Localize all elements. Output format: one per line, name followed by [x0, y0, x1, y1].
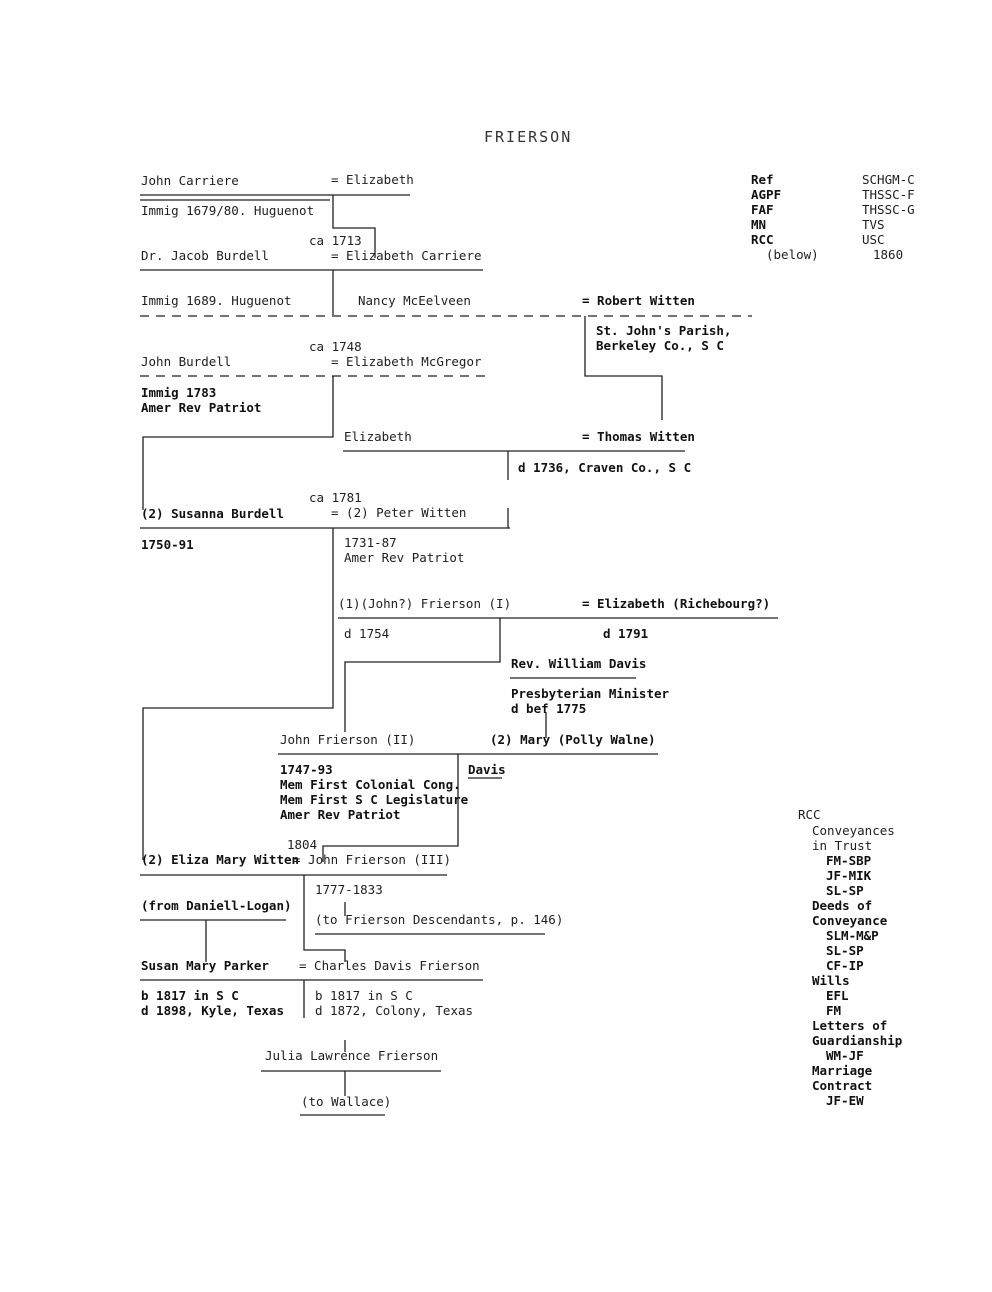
spouse-name: = Elizabeth: [331, 172, 414, 187]
spouse-name: = Elizabeth Carriere: [331, 248, 482, 263]
rcc-line: CF-IP: [826, 958, 864, 973]
person-note: Amer Rev Patriot: [141, 400, 262, 415]
ref-code: RCC: [751, 232, 774, 247]
rcc-line: Conveyances: [812, 823, 895, 838]
person-name: Julia Lawrence Frierson: [265, 1048, 439, 1063]
person-name: Rev. William Davis: [511, 656, 647, 671]
person-name: (2) Susanna Burdell: [141, 506, 284, 521]
person-name: Elizabeth: [344, 429, 412, 444]
ref-source: USC: [862, 232, 885, 247]
ref-code: MN: [751, 217, 767, 232]
person-note: St. John's Parish,: [596, 323, 732, 338]
person-note: Presbyterian Minister: [511, 686, 670, 701]
rcc-line: Contract: [812, 1078, 873, 1093]
spouse-name: = Thomas Witten: [582, 429, 695, 444]
rcc-line: SL-SP: [826, 943, 864, 958]
marriage-date: ca 1748: [309, 339, 362, 354]
page-title: FRIERSON: [484, 128, 573, 146]
rcc-line: Marriage: [812, 1063, 873, 1078]
person-note: d 1736, Craven Co., S C: [518, 460, 692, 475]
rcc-line: Letters of: [812, 1018, 888, 1033]
person-dates: 1777-1833: [315, 882, 383, 897]
rcc-line: Guardianship: [812, 1033, 903, 1048]
person-dates: 1750-91: [141, 537, 194, 552]
rcc-line: SL-SP: [826, 883, 864, 898]
person-dates: d 1791: [603, 626, 649, 641]
rcc-line: FM-SBP: [826, 853, 872, 868]
spouse-name: = Robert Witten: [582, 293, 695, 308]
person-name: Dr. Jacob Burdell: [141, 248, 269, 263]
rcc-line: Deeds of: [812, 898, 873, 913]
rcc-line: WM-JF: [826, 1048, 864, 1063]
rcc-line: Wills: [812, 973, 850, 988]
ref-code: Ref: [751, 172, 774, 187]
rcc-line: EFL: [826, 988, 849, 1003]
person-note: Berkeley Co., S C: [596, 338, 724, 353]
person-note: d bef 1775: [511, 701, 587, 716]
person-name: John Frierson (II): [280, 732, 416, 747]
rcc-line: FM: [826, 1003, 842, 1018]
spouse-name: = John Frierson (III): [293, 852, 452, 867]
person-name: John Carriere: [141, 173, 239, 188]
person-dates: d 1872, Colony, Texas: [315, 1003, 474, 1018]
ref-source: TVS: [862, 217, 885, 232]
ref-code: AGPF: [751, 187, 782, 202]
spouse-name: (2) Mary (Polly Walne): [490, 732, 656, 747]
person-name: John Burdell: [141, 354, 232, 369]
person-note: Mem First Colonial Cong.: [280, 777, 461, 792]
person-dates: 1731-87: [344, 535, 397, 550]
person-name: (2) Eliza Mary Witten: [141, 852, 300, 867]
person-dates: b 1817 in S C: [315, 988, 413, 1003]
ref-source: 1860: [873, 247, 904, 262]
person-note: Immig 1783: [141, 385, 217, 400]
marriage-date: ca 1781: [309, 490, 362, 505]
ref-code: (below): [766, 247, 819, 262]
marriage-date: 1804: [287, 837, 318, 852]
rcc-line: SLM-M&P: [826, 928, 879, 943]
rcc-line: JF-EW: [826, 1093, 864, 1108]
descendants-link: (to Wallace): [301, 1094, 392, 1109]
marriage-date: ca 1713: [309, 233, 362, 248]
rcc-heading: RCC: [798, 807, 821, 822]
person-note: Immig 1679/80. Huguenot: [141, 203, 315, 218]
descendants-link: (to Frierson Descendants, p. 146): [315, 912, 564, 927]
person-name: Nancy McEelveen: [358, 293, 471, 308]
person-note: Amer Rev Patriot: [344, 550, 465, 565]
rcc-line: Conveyance: [812, 913, 888, 928]
person-note: Mem First S C Legislature: [280, 792, 469, 807]
spouse-name: = Elizabeth (Richebourg?): [582, 596, 771, 611]
spouse-name: = Elizabeth McGregor: [331, 354, 482, 369]
person-note: Davis: [468, 762, 506, 777]
person-dates: d 1754: [344, 626, 390, 641]
person-dates: 1747-93: [280, 762, 333, 777]
person-name: Susan Mary Parker: [141, 958, 269, 973]
person-note: Amer Rev Patriot: [280, 807, 401, 822]
ref-source: THSSC-F: [862, 187, 915, 202]
ref-code: FAF: [751, 202, 774, 217]
rcc-line: JF-MIK: [826, 868, 872, 883]
spouse-name: = Charles Davis Frierson: [299, 958, 480, 973]
person-note: (from Daniell-Logan): [141, 898, 292, 913]
person-dates: d 1898, Kyle, Texas: [141, 1003, 284, 1018]
person-name: (1)(John?) Frierson (I): [338, 596, 512, 611]
spouse-name: = (2) Peter Witten: [331, 505, 467, 520]
ref-source: SCHGM-C: [862, 172, 915, 187]
ref-source: THSSC-G: [862, 202, 915, 217]
person-dates: b 1817 in S C: [141, 988, 239, 1003]
rcc-line: in Trust: [812, 838, 873, 853]
person-note: Immig 1689. Huguenot: [141, 293, 292, 308]
